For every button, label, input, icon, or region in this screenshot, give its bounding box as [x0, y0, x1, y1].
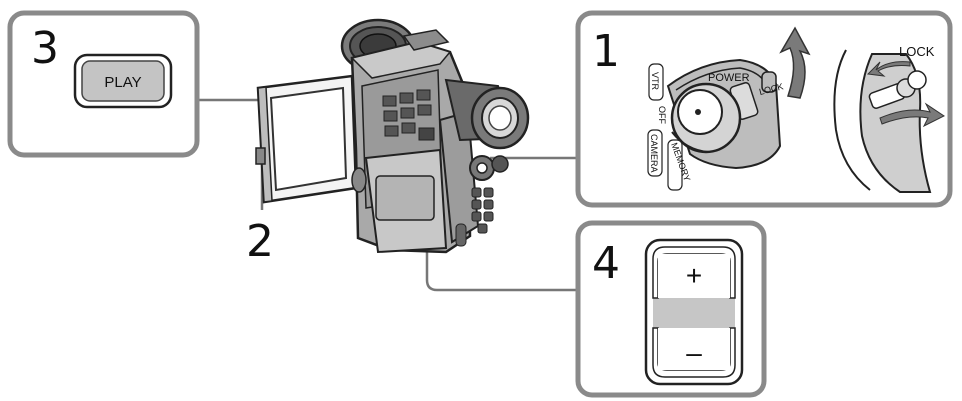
play-button-label: PLAY	[104, 74, 141, 91]
power-label: POWER	[708, 72, 750, 84]
step1-number: 1	[592, 26, 620, 77]
position-label-off: OFF	[657, 106, 667, 124]
power-switch[interactable]	[666, 58, 782, 170]
leader-step4-to-zoom-buttons	[425, 134, 578, 292]
power-position-labels: VTR OFF CAMERA MEMORY	[647, 63, 692, 191]
play-button[interactable]: PLAY	[73, 53, 173, 109]
camcorder-illustration	[255, 18, 530, 254]
lock-label-large: LOCK	[899, 44, 935, 59]
minus-button-label[interactable]: –	[686, 337, 702, 368]
camcorder-rear-buttons	[455, 187, 494, 247]
lock-closeup	[833, 49, 945, 193]
lcd-panel	[255, 74, 358, 204]
lock-slide-arrow-icon	[866, 61, 911, 77]
position-label-vtr: VTR	[650, 72, 660, 91]
camcorder-control-buttons	[382, 89, 435, 141]
position-label-camera: CAMERA	[649, 134, 659, 173]
camcorder-power-dial	[469, 155, 509, 181]
step1-panel: 1 POWER LOCK VTR OFF CAMERA MEMORY	[575, 10, 953, 208]
turn-switch-arrow-icon	[779, 26, 811, 99]
lock-turn-arrow-icon	[879, 102, 945, 128]
step3-number: 3	[31, 23, 59, 74]
plus-button-label[interactable]: +	[686, 260, 702, 291]
step3-panel: 3 PLAY	[7, 10, 200, 158]
lcd-open-tab	[255, 147, 266, 165]
zoom-rocker[interactable]: + –	[644, 238, 744, 386]
step2-number: 2	[246, 216, 274, 267]
step4-number: 4	[592, 238, 620, 289]
power-lock-knob[interactable]	[761, 71, 777, 93]
step4-panel: 4 + –	[575, 220, 767, 398]
viewfinder	[444, 78, 530, 150]
